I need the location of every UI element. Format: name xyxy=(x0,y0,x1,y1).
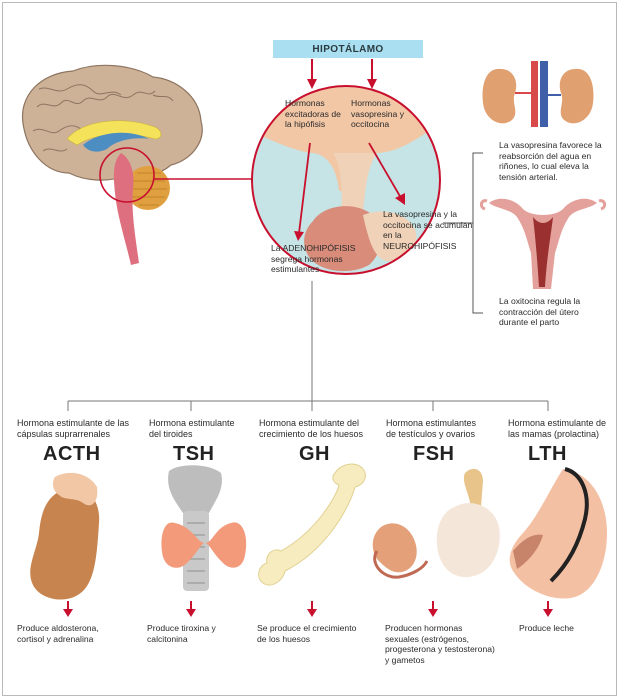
abbr-gh: GH xyxy=(299,443,330,465)
thyroid-icon xyxy=(161,465,247,591)
hormone-name-tsh: Hormona estimulante del tiroides xyxy=(149,418,235,439)
breast-icon xyxy=(509,467,607,599)
uterus-text: La oxitocina regula la contracción del ú… xyxy=(499,296,581,328)
hormone-name-gh: Hormona estimulante del crecimiento de l… xyxy=(259,418,364,439)
hormone-name-fsh: Hormona estimulantes de testículos y ova… xyxy=(386,418,477,439)
effect-gh: Se produce el crecimiento de los huesos xyxy=(257,623,357,644)
brain-icon xyxy=(21,64,203,265)
hormone-name-acth: Hormona estimulante de las cápsulas supr… xyxy=(17,418,130,439)
adenohipofisis-label: La ADENOHIPÓFISIS segrega hormonas estim… xyxy=(271,243,356,275)
hypothalamus-arrows xyxy=(294,59,405,241)
gonads-icon xyxy=(372,468,500,579)
hormone-name-lth: Hormona estimulante de las mamas (prolac… xyxy=(508,418,607,439)
abbr-tsh: TSH xyxy=(173,443,215,465)
bone-icon xyxy=(258,463,366,586)
effect-tsh: Produce tiroxina y calcitonina xyxy=(147,623,216,644)
adrenal-gland-icon xyxy=(30,472,100,600)
kidney-icon xyxy=(482,61,594,127)
abbr-acth: ACTH xyxy=(43,443,101,465)
kidney-text: La vasopresina favorece la reabsorción d… xyxy=(499,140,602,182)
effect-lth: Produce leche xyxy=(519,623,574,633)
illustration-layer xyxy=(21,59,607,617)
abbr-lth: LTH xyxy=(528,443,567,465)
abbr-fsh: FSH xyxy=(413,443,455,465)
tree-connector xyxy=(67,281,549,411)
hypothalamus-title: HIPOTÁLAMO xyxy=(273,40,423,58)
neurohipofisis-label: La vasopresina y la occitocina se acumul… xyxy=(383,209,473,251)
left-hormones-label: Hormonas excitadoras de la hipófisis xyxy=(285,98,341,130)
right-hormones-label: Hormonas vasopresina y occitocina xyxy=(351,98,405,130)
effect-fsh: Producen hormonas sexuales (estrógenos, … xyxy=(385,623,495,665)
uterus-icon xyxy=(479,198,607,289)
effect-acth: Produce aldosterona, cortisol y adrenali… xyxy=(17,623,99,644)
effect-arrows xyxy=(63,601,553,617)
